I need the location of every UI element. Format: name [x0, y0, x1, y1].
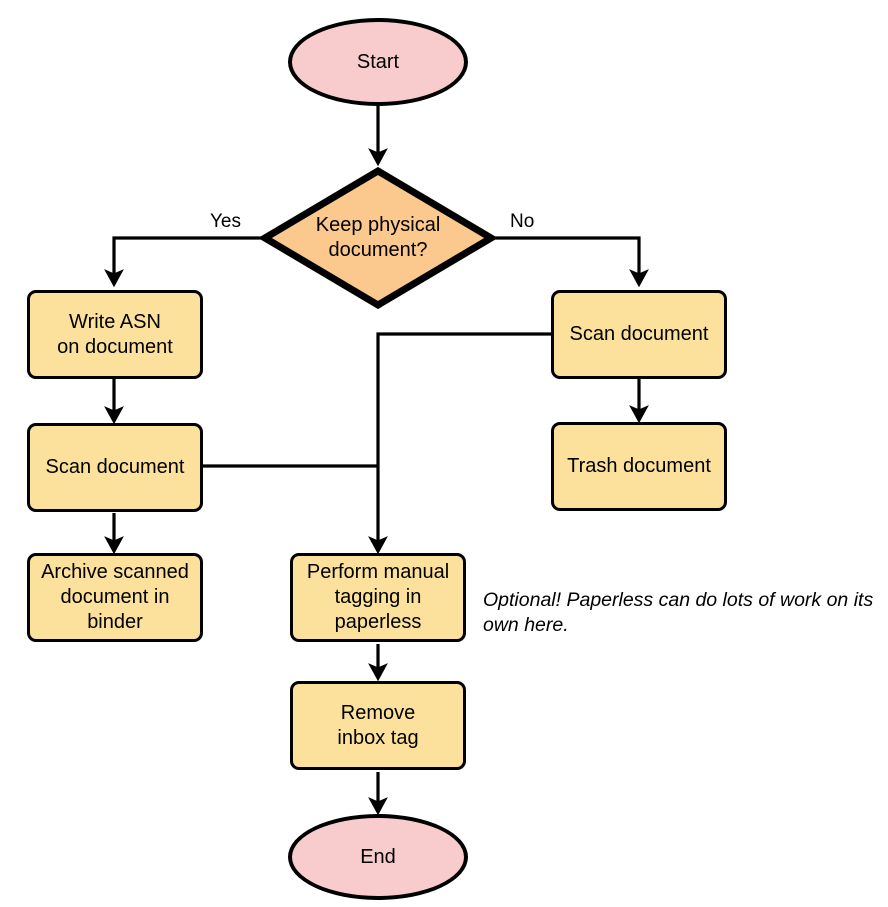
- node-archive-scanned-document[interactable]: Archive scanned document in binder: [27, 553, 203, 642]
- node-remove-inbox-tag[interactable]: Remove inbox tag: [290, 681, 466, 770]
- node-decision-keep-physical-document[interactable]: Keep physical document?: [261, 167, 495, 309]
- node-trash-document-label: Trash document: [567, 455, 711, 477]
- node-end-label: End: [360, 845, 396, 868]
- node-trash-document[interactable]: Trash document: [551, 422, 727, 511]
- node-write-asn[interactable]: Write ASN on document: [27, 290, 203, 379]
- node-write-asn-label: Write ASN on document: [57, 310, 173, 358]
- node-decision-label: Keep physical document?: [315, 214, 441, 261]
- edge-decision-no-to-scan-right: [491, 236, 649, 288]
- node-perform-manual-tagging-label: Perform manual tagging in paperless: [306, 561, 450, 633]
- edge-scan-right-to-tagging: [368, 332, 552, 555]
- node-scan-document-right-label: Scan document: [569, 323, 709, 345]
- node-scan-document-left-label: Scan document: [45, 456, 185, 478]
- node-remove-inbox-tag-label: Remove inbox tag: [337, 701, 419, 749]
- edge-label-yes: Yes: [210, 211, 241, 232]
- node-perform-manual-tagging[interactable]: Perform manual tagging in paperless: [290, 553, 466, 642]
- decision-diamond-shape: [261, 167, 495, 309]
- node-start[interactable]: Start: [288, 18, 468, 106]
- node-scan-document-right[interactable]: Scan document: [551, 290, 727, 379]
- node-end[interactable]: End: [288, 814, 468, 900]
- annotation-optional-note: Optional! Paperless can do lots of work …: [483, 589, 874, 636]
- node-scan-document-left[interactable]: Scan document: [27, 423, 203, 512]
- edge-decision-yes-to-write-asn: [104, 236, 265, 288]
- edge-label-no: No: [510, 211, 535, 232]
- node-archive-scanned-document-label: Archive scanned document in binder: [41, 561, 189, 633]
- node-start-label: Start: [356, 50, 400, 73]
